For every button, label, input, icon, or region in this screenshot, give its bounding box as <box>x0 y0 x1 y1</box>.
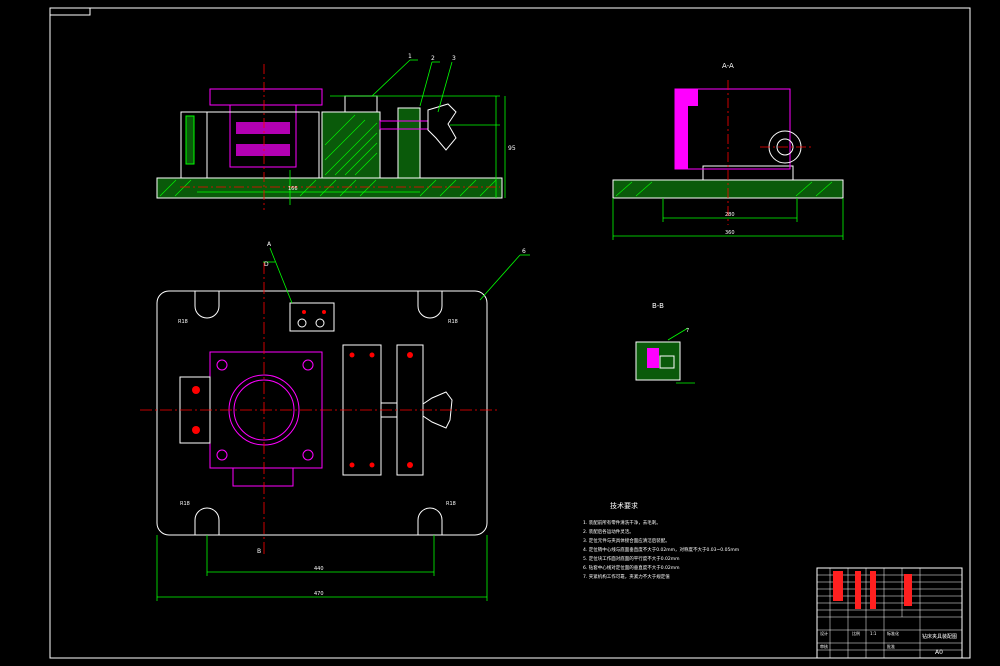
detail-part-num-7: 7 <box>686 328 689 334</box>
detail-b-view: B-B 7 <box>635 302 695 384</box>
front-view: 95 166 1 2 3 <box>156 53 516 210</box>
tech-req-item: 3. 定位元件与夹具体接合面应清洁后装配。 <box>583 537 670 544</box>
plan-hole-r1: R18 <box>178 319 188 325</box>
tech-req-title: 技术要求 <box>610 501 638 510</box>
tech-req-item: 2. 装配后各运动件灵活。 <box>583 528 634 535</box>
tech-req-item: 1. 装配前所有零件清洗干净，去毛刺。 <box>583 519 661 526</box>
tech-req-item: 7. 夹紧机构工作可靠，夹紧力不大于规定值 <box>583 573 670 580</box>
title-designer: 设计 <box>820 630 828 636</box>
front-dim-height: 95 <box>508 145 516 152</box>
front-dim-width: 166 <box>288 186 298 192</box>
plan-hole-r3: R18 <box>180 501 190 507</box>
title-scale-label: 比例 <box>852 630 860 636</box>
front-part-num-3: 3 <box>452 55 456 62</box>
plan-dim-outer: 470 <box>314 591 324 597</box>
title-checker: 审核 <box>820 643 828 649</box>
plan-label-a: A <box>267 241 272 248</box>
section-b-label: B-B <box>652 302 664 310</box>
title-approve: 批准 <box>887 643 895 649</box>
title-sheet-size: A0 <box>935 649 943 656</box>
plan-part-num-6: 6 <box>522 248 526 255</box>
section-a-label: A-A <box>722 62 734 70</box>
sheet-border <box>49 7 971 659</box>
plan-section-mark: B <box>257 548 261 555</box>
technical-requirements: 技术要求 1. 装配前所有零件清洗干净，去毛刺。 2. 装配后各运动件灵活。 3… <box>583 501 739 580</box>
side-section-view: A-A 280 360 <box>612 62 844 240</box>
side-dim-inner: 280 <box>725 212 735 218</box>
plan-arrow-d: D <box>264 261 269 268</box>
title-standard: 标准化 <box>887 630 899 636</box>
tech-req-item: 5. 定位块工作面对底面的平行度不大于0.02mm <box>583 555 680 562</box>
plan-hole-r4: R18 <box>446 501 456 507</box>
tech-req-item: 6. 钻套中心线对定位面的垂直度不大于0.02mm <box>583 564 680 571</box>
plan-hole-r2: R18 <box>448 319 458 325</box>
plan-view: 440 470 R18 R18 R18 R18 A D B 6 <box>140 241 530 601</box>
title-scale: 1:1 <box>870 631 877 636</box>
side-dim-outer: 360 <box>725 230 735 236</box>
title-drawing-name: 钻床夹具装配图 <box>922 633 957 640</box>
tech-req-item: 4. 定位销中心线与底面垂直度不大于0.02mm，对称度不大于0.03~0.05… <box>583 546 739 553</box>
title-block: 钻床夹具装配图 设计 审核 标准化 批准 比例 1:1 A0 <box>816 567 963 659</box>
front-part-num-2: 2 <box>431 55 435 62</box>
plan-dim-inner: 440 <box>314 566 324 572</box>
front-part-num-1: 1 <box>408 53 412 60</box>
